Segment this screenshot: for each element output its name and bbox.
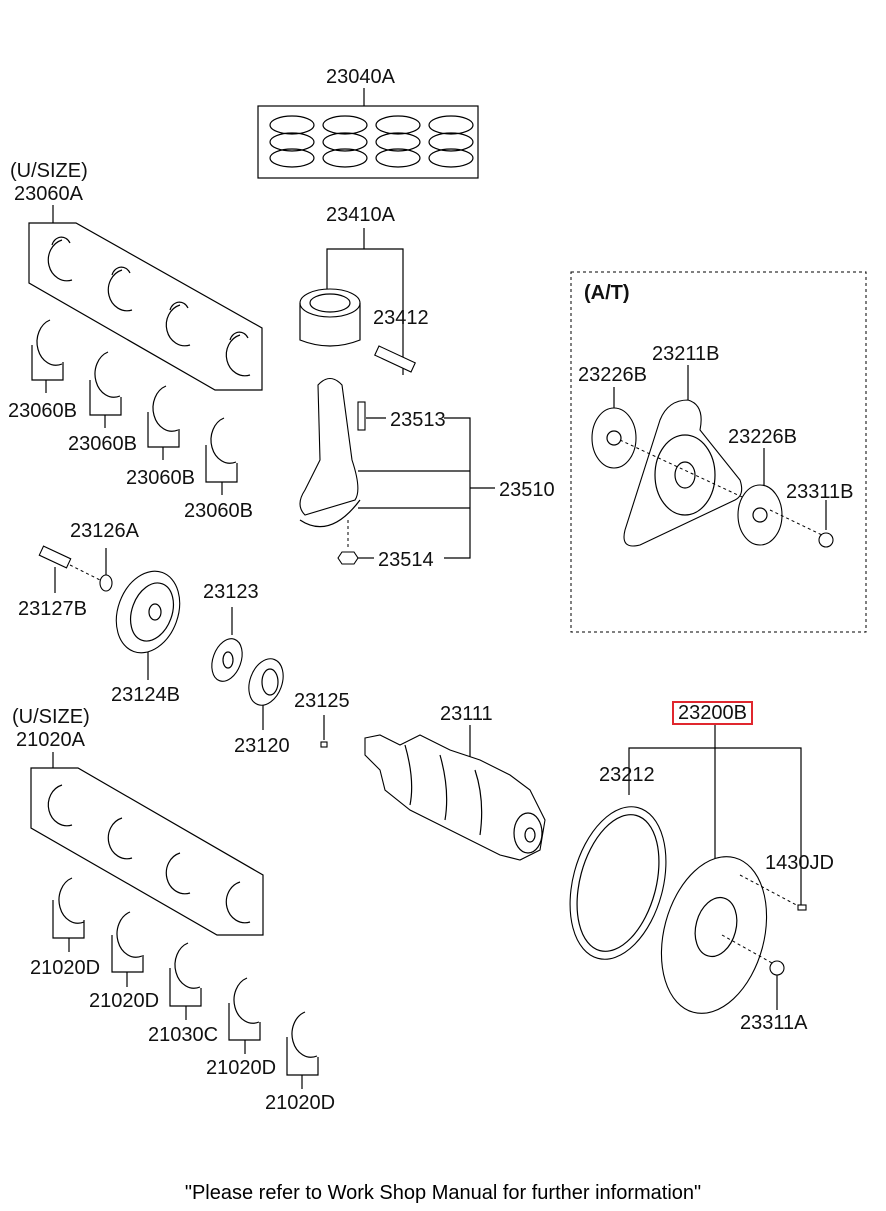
label-upper-bearing-1[interactable]: 23060B — [8, 400, 77, 422]
piston-pin — [374, 345, 416, 373]
label-main-bearing-1[interactable]: 21020D — [30, 957, 101, 979]
sprocket — [248, 658, 284, 706]
flywheel — [660, 856, 768, 1014]
label-main-usize-note: (U/SIZE) — [12, 706, 90, 728]
label-key[interactable]: 23125 — [294, 690, 350, 712]
label-adapter-plate-1[interactable]: 23226B — [578, 364, 647, 386]
label-main-bearing-2[interactable]: 21020D — [89, 990, 160, 1012]
label-upper-bearing-2[interactable]: 23060B — [68, 433, 137, 455]
label-piston-pin[interactable]: 23412 — [373, 307, 429, 329]
pulley-bolt — [38, 545, 72, 569]
label-upper-bearing-set[interactable]: 23060A — [14, 183, 83, 205]
label-adapter-plate-2[interactable]: 23226B — [728, 426, 797, 448]
label-drive-plate[interactable]: 23211B — [652, 343, 720, 365]
label-flange[interactable]: 23123 — [203, 581, 259, 603]
label-thrust-bearing[interactable]: 21030C — [148, 1024, 219, 1046]
label-crankshaft[interactable]: 23111 — [440, 703, 493, 725]
label-dowel-pin[interactable]: 1430JD — [765, 852, 834, 874]
main-bearing-shells — [47, 784, 251, 924]
label-conrod-assy[interactable]: 23510 — [499, 479, 555, 501]
at-group — [570, 271, 867, 633]
crankshaft — [364, 734, 546, 861]
label-upper-bearing-3[interactable]: 23060B — [126, 467, 195, 489]
label-washer[interactable]: 23126A — [70, 520, 139, 542]
label-main-bearing-3[interactable]: 21020D — [206, 1057, 277, 1079]
piston-ring-set-group — [257, 88, 479, 179]
pulley-group — [38, 545, 328, 748]
drive-plate-bolt — [818, 532, 834, 548]
dowel-pin — [797, 904, 807, 911]
upper-bearing-set-group — [28, 205, 263, 495]
label-conrod-nut[interactable]: 23514 — [378, 549, 434, 571]
adapter-plate-1 — [591, 407, 637, 469]
conrod-nut — [337, 551, 359, 565]
label-sprocket[interactable]: 23120 — [234, 735, 290, 757]
label-drive-plate-bolt[interactable]: 23311B — [786, 481, 854, 503]
main-bearing-set-group — [30, 752, 319, 1089]
damper-pulley — [115, 570, 181, 654]
label-main-bearing-set[interactable]: 21020A — [16, 729, 85, 751]
label-flywheel-assy-highlighted[interactable]: 23200B — [672, 701, 753, 725]
key — [320, 741, 328, 748]
adapter-plate-2 — [737, 484, 783, 546]
piston — [299, 288, 361, 318]
flange — [211, 638, 243, 682]
label-upper-usize-note: (U/SIZE) — [10, 160, 88, 182]
label-conrod-bolt[interactable]: 23513 — [390, 409, 446, 431]
conrod-group — [299, 377, 495, 565]
connecting-rod — [299, 377, 359, 516]
drive-plate — [623, 399, 743, 547]
footer-note: "Please refer to Work Shop Manual for fu… — [184, 1182, 702, 1204]
piston-rings — [269, 115, 474, 168]
label-at-group: (A/T) — [584, 282, 630, 304]
piston-assy-group — [299, 228, 416, 375]
ring-gear — [569, 806, 667, 960]
flywheel-bolt — [769, 960, 785, 976]
label-piston-assy[interactable]: 23410A — [326, 204, 395, 226]
conrod-bolt — [357, 401, 366, 431]
label-ring-gear[interactable]: 23212 — [599, 764, 655, 786]
washer — [99, 574, 113, 592]
label-pulley-bolt[interactable]: 23127B — [18, 598, 87, 620]
label-upper-bearing-4[interactable]: 23060B — [184, 500, 253, 522]
crankshaft-group — [364, 725, 546, 861]
label-damper-pulley[interactable]: 23124B — [111, 684, 180, 706]
flywheel-group — [569, 725, 807, 1014]
label-piston-ring-set[interactable]: 23040A — [326, 66, 395, 88]
bearing-shells — [47, 236, 251, 377]
label-flywheel-bolt[interactable]: 23311A — [740, 1012, 808, 1034]
label-main-bearing-4[interactable]: 21020D — [265, 1092, 336, 1114]
